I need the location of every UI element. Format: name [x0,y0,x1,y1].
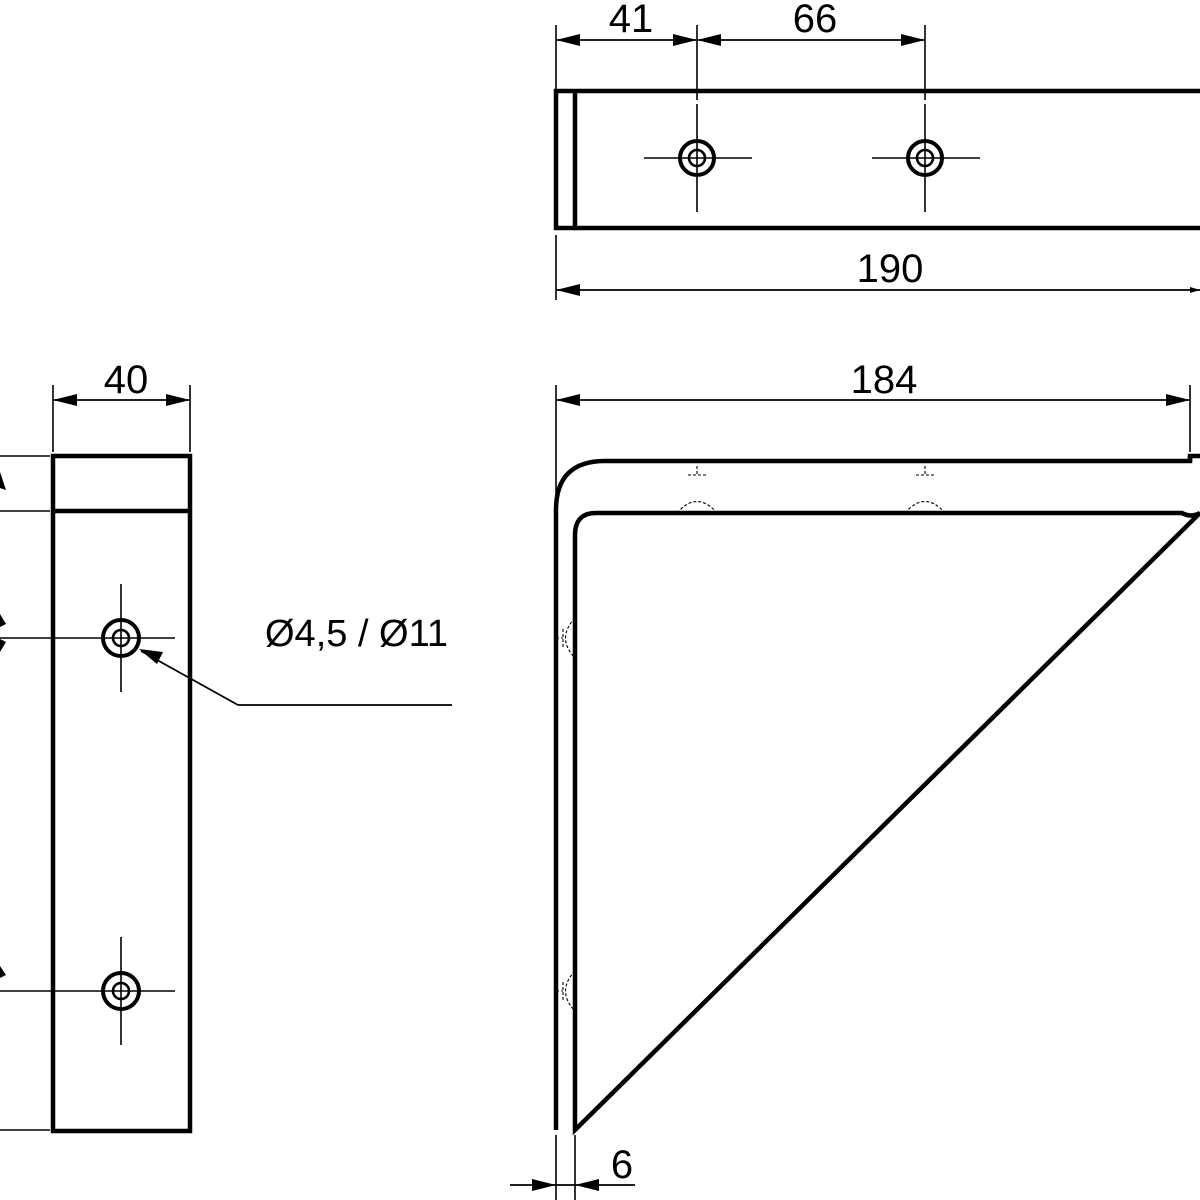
front-view: 40 Ø4,5 / Ø11 [0,358,452,1134]
front-view-hole-2 [0,937,175,1045]
weld-marks [556,466,946,1012]
dimension-width: 40 [52,358,191,452]
side-view-outline [553,453,1200,1136]
top-view-outline [553,88,1200,231]
dimension-190-label: 190 [857,247,924,291]
dimension-horizontal-length: 184 [555,358,1191,505]
hole-callout-label: Ø4,5 / Ø11 [265,613,448,655]
top-view-hole-1 [644,104,752,212]
dimension-40-label: 40 [104,358,149,402]
front-view-outline [50,453,193,1134]
front-view-hole-1 [0,584,175,692]
dimension-66-label: 66 [793,0,838,41]
hole-callout: Ø4,5 / Ø11 [139,613,452,706]
dimension-total-length: 190 [555,235,1200,300]
side-view: 184 6 [510,358,1200,1200]
dimension-thickness: 6 [510,1135,635,1200]
dimension-184-label: 184 [851,358,918,402]
dimension-hole-offset: 41 66 [555,0,926,100]
top-view: 41 66 190 [553,0,1200,300]
top-view-hole-2 [872,104,980,212]
dimension-41-label: 41 [609,0,654,41]
dimension-6-label: 6 [611,1143,633,1187]
